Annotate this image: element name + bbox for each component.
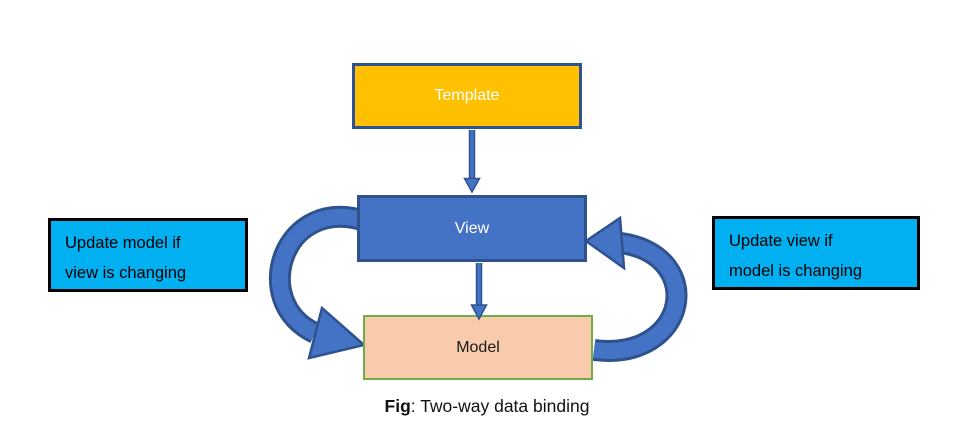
figure-caption-text: : Two-way data binding	[410, 396, 590, 416]
curved-arrow-model-to-view	[583, 215, 688, 362]
note-update-model-line1: Update model if	[65, 234, 181, 252]
arrow-view-to-model	[470, 263, 488, 321]
note-update-view-line2: model is changing	[729, 262, 862, 280]
view-box: View	[357, 195, 587, 262]
note-update-model: Update model if view is changing	[48, 218, 248, 292]
template-box: Template	[352, 63, 582, 129]
note-update-view: Update view if model is changing	[712, 216, 920, 290]
model-box-label: Model	[456, 338, 500, 356]
arrow-template-to-view	[463, 130, 481, 194]
note-update-view-line1: Update view if	[729, 232, 833, 250]
figure-caption: Fig: Two-way data binding	[337, 396, 637, 417]
curved-arrow-view-to-model	[268, 205, 372, 360]
model-box: Model	[363, 315, 593, 380]
view-box-label: View	[454, 219, 490, 237]
template-box-label: Template	[434, 87, 500, 104]
note-update-model-line2: view is changing	[65, 264, 187, 282]
figure-caption-prefix: Fig	[384, 396, 411, 416]
